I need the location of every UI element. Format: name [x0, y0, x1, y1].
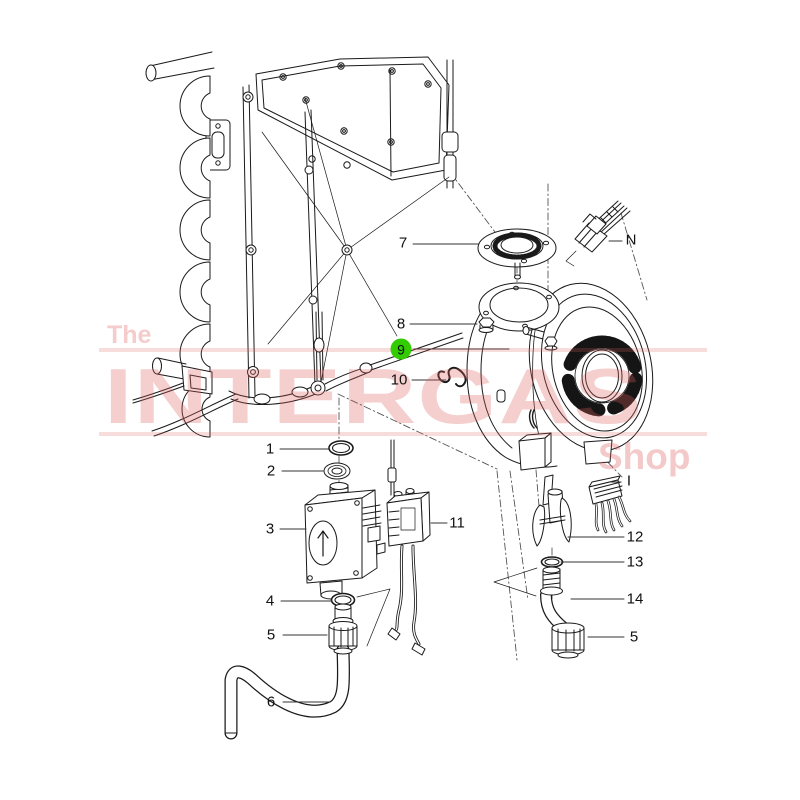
callout-7: 7	[398, 234, 408, 252]
leader-lines	[279, 240, 625, 703]
callout-5-right: 5	[629, 628, 639, 646]
gas-valve-3	[304, 482, 386, 600]
burner-flange-7	[477, 228, 557, 280]
callout-8: 8	[396, 315, 406, 333]
fan-assembly	[437, 281, 654, 471]
plate-screws	[279, 62, 432, 169]
o-ring-13	[540, 556, 564, 568]
callout-12: 12	[626, 528, 644, 546]
heat-exchanger	[132, 51, 464, 438]
detail-bracket-right	[493, 567, 538, 597]
venturi-12	[532, 474, 572, 547]
flange-nut-8	[478, 317, 495, 333]
callout-6: 6	[266, 693, 276, 711]
callout-2: 2	[266, 462, 276, 480]
connector-I	[588, 475, 632, 534]
callout-13: 13	[626, 553, 644, 571]
callout-N: N	[625, 231, 637, 249]
callout-11: 11	[449, 514, 465, 532]
ignition-unit-11	[386, 439, 431, 656]
callout-14: 14	[626, 590, 644, 608]
callout-3: 3	[265, 520, 275, 538]
callout-4: 4	[265, 592, 275, 610]
callout-5-left: 5	[266, 626, 276, 644]
callout-10: 10	[390, 371, 408, 389]
clip-10	[437, 366, 467, 388]
union-nut-5-right	[551, 622, 585, 659]
brace-star	[261, 97, 450, 388]
detail-bracket-left	[356, 588, 391, 647]
connector-N	[565, 200, 631, 267]
washer-2	[323, 462, 351, 480]
u-bend-pipes	[179, 75, 211, 438]
o-ring-1	[328, 440, 354, 456]
callout-9-highlighted: 9	[390, 338, 412, 360]
callout-I: I	[626, 472, 632, 490]
gas-pipe-6	[224, 643, 351, 740]
union-nut-5-left	[328, 603, 358, 655]
gas-manifold	[132, 311, 464, 437]
impeller-hatch	[561, 335, 643, 417]
callout-1: 1	[265, 440, 275, 458]
